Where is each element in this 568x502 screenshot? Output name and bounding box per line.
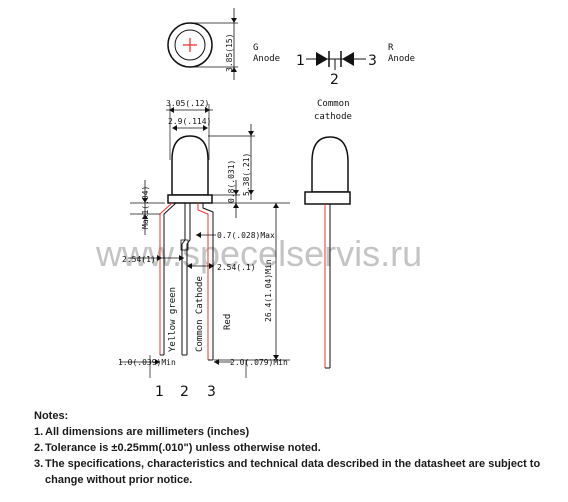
led-front-view <box>304 136 351 369</box>
led-dome <box>171 135 209 196</box>
front-led-dome <box>311 136 349 193</box>
schematic-symbol: G Anode 1 3 R Anode 2 Common cathode <box>253 43 415 122</box>
r-anode-line2: Anode <box>388 54 415 64</box>
note-number: 2. <box>34 442 44 454</box>
dim-max1: Max1(.04) <box>141 186 150 229</box>
dim-538: 5.38(.21) <box>242 153 251 196</box>
diode-green-symbol <box>316 52 328 66</box>
lead-label-red: Red <box>223 314 233 330</box>
common-cathode-line2: cathode <box>314 112 352 122</box>
dim-254-left: 2.54(1) <box>122 255 156 264</box>
note-text: Tolerance is ±0.25mm(.010") unless other… <box>45 442 321 454</box>
dim-07: 0.7(.028)Max <box>217 231 275 240</box>
diode-red-symbol <box>342 52 354 66</box>
schematic-pin3: 3 <box>368 53 377 69</box>
front-led-flange <box>304 191 351 205</box>
lead-label-yellow-green: Yellow green <box>168 287 178 352</box>
g-anode-line2: Anode <box>253 54 280 64</box>
lead-number-3: 3 <box>207 384 216 400</box>
led-side-view: 3.05(.12) 2.9(.114) Max1(.04) 0.8(.031) <box>118 99 290 400</box>
r-anode-line1: R <box>388 43 394 53</box>
schematic-pin1: 1 <box>296 53 305 69</box>
dim-20: 2.0(.079)Min <box>230 358 288 367</box>
note-text: All dimensions are millimeters (inches) <box>45 426 250 438</box>
note-item: 1. All dimensions are millimeters (inche… <box>34 424 554 440</box>
dim-10: 1.0(.039)Min <box>118 358 176 367</box>
watermark: www.specelservis.ru <box>95 233 422 274</box>
dim-08: 0.8(.031) <box>227 160 236 203</box>
dim-264: 26.4(1.04)Min <box>264 259 273 322</box>
top-view-inner-circle <box>174 29 206 61</box>
lead-number-2: 2 <box>180 384 189 400</box>
notes-title: Notes: <box>34 410 69 422</box>
lead-label-common-cathode: Common Cathode <box>195 276 205 352</box>
dim-29: 2.9(.114) <box>168 117 211 126</box>
notes-section: Notes: 1. All dimensions are millimeters… <box>34 408 554 488</box>
g-anode-line1: G <box>253 43 258 53</box>
top-view: 3.85(15) <box>167 8 238 80</box>
dim-305: 3.05(.12) <box>166 99 209 108</box>
note-item: 2. Tolerance is ±0.25mm(.010") unless ot… <box>34 440 554 456</box>
dim-254-right: 2.54(.1) <box>217 263 256 272</box>
note-number: 1. <box>34 426 44 438</box>
common-cathode-line1: Common <box>317 99 350 109</box>
note-text: The specifications, characteristics and … <box>45 458 541 486</box>
led-flange <box>167 194 213 204</box>
schematic-pin2: 2 <box>330 72 339 88</box>
note-number: 3. <box>34 458 44 470</box>
note-item: 3. The specifications, characteristics a… <box>34 456 554 488</box>
lead-number-1: 1 <box>155 384 164 400</box>
diameter-label: 3.85(15) <box>225 33 234 72</box>
